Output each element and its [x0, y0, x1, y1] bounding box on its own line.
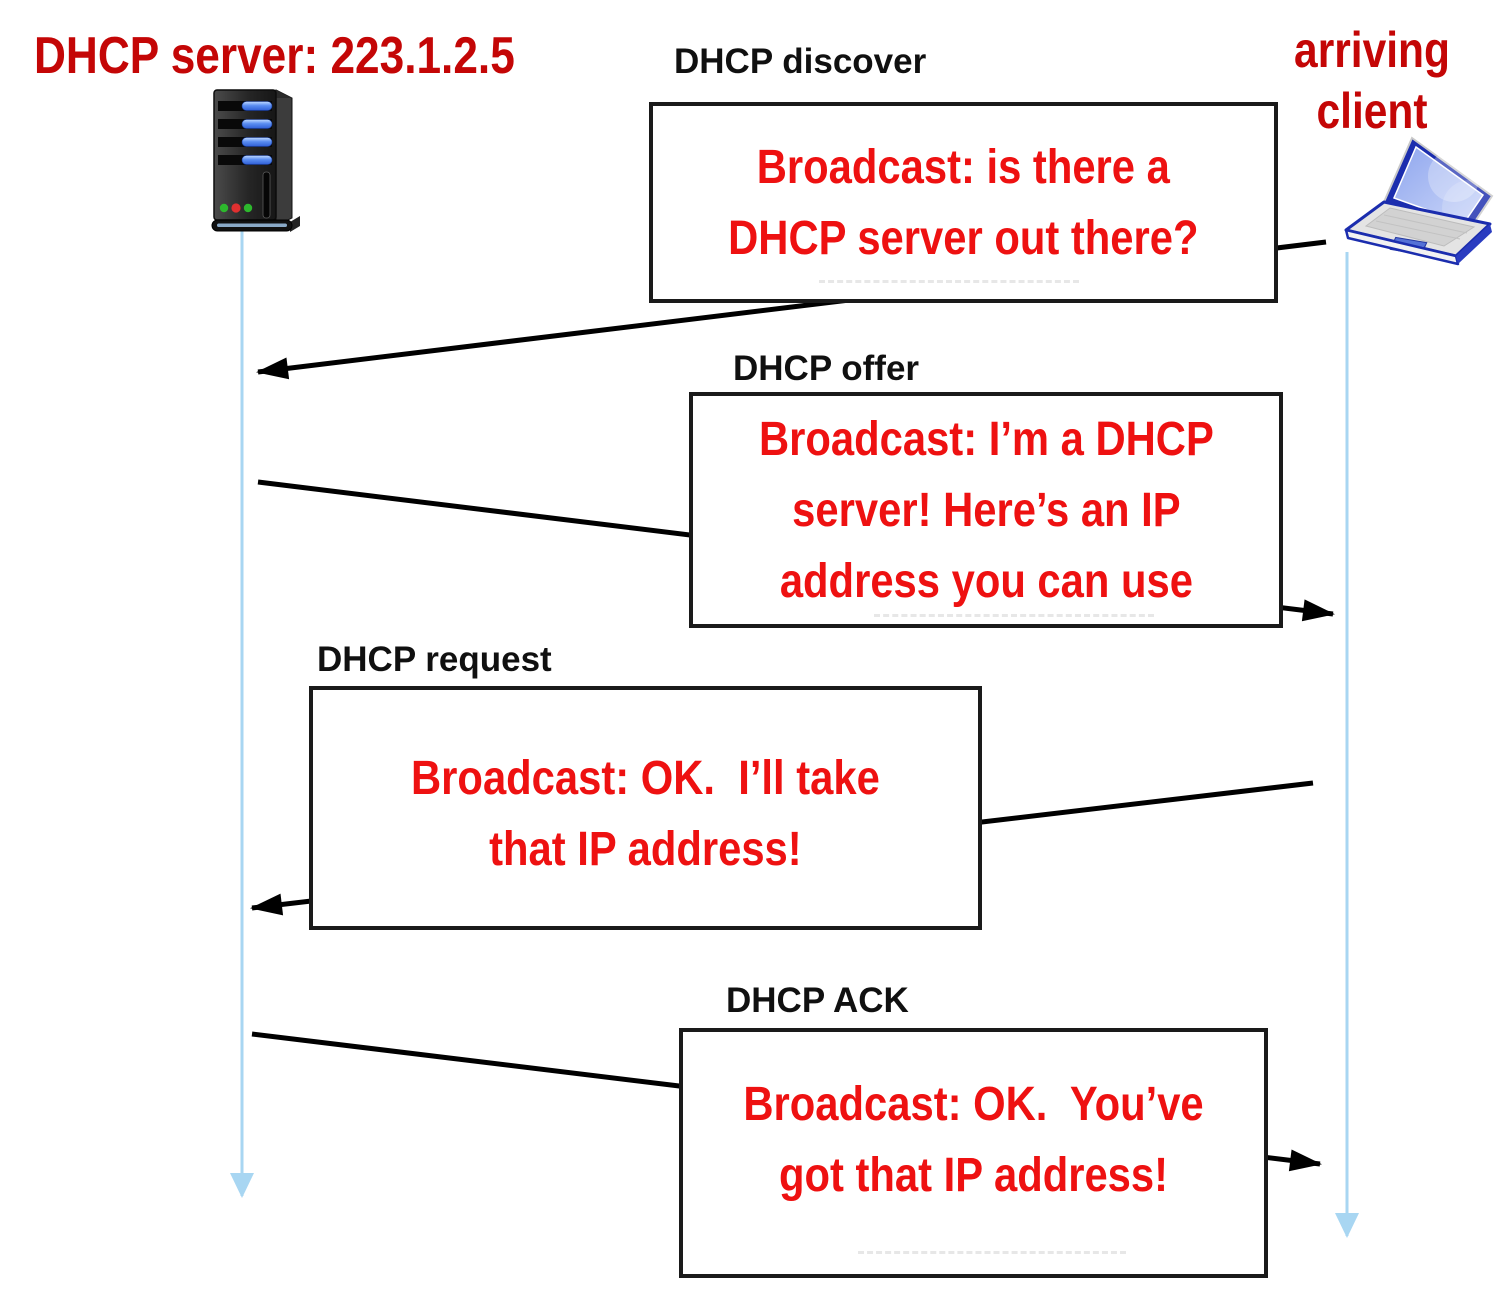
client-title-line1: arriving [1294, 22, 1450, 78]
server-tower-icon [211, 89, 300, 232]
server-drive-bays [218, 101, 273, 165]
laptop-icon [1344, 136, 1498, 266]
erased-text-artifact [858, 1251, 1126, 1254]
dhcp-offer-text: Broadcast: I’m a DHCP server! Here’s an … [758, 412, 1214, 608]
server-vent-slot [262, 171, 271, 219]
erased-text-artifact [874, 614, 1154, 617]
dhcp-ack-box: Broadcast: OK. You’ve got that IP addres… [679, 1028, 1268, 1278]
erased-text-artifact [819, 280, 1079, 283]
dhcp-request-text: Broadcast: OK. I’ll take that IP address… [411, 752, 880, 876]
server-led-lights [219, 203, 253, 213]
dhcp-ack-label: DHCP ACK [726, 981, 909, 1020]
dhcp-offer-box: Broadcast: I’m a DHCP server! Here’s an … [689, 392, 1283, 628]
server-title: DHCP server: 223.1.2.5 [34, 27, 515, 85]
client-title: arriving client [1270, 20, 1474, 142]
dhcp-discover-box: Broadcast: is there a DHCP server out th… [649, 102, 1278, 303]
dhcp-discover-label: DHCP discover [674, 42, 927, 81]
dhcp-request-box: Broadcast: OK. I’ll take that IP address… [309, 686, 982, 930]
dhcp-ack-text: Broadcast: OK. You’ve got that IP addres… [743, 1078, 1204, 1202]
client-title-line2: client [1316, 83, 1428, 139]
dhcp-discover-text: Broadcast: is there a DHCP server out th… [728, 140, 1199, 265]
dhcp-request-label: DHCP request [317, 640, 552, 679]
dhcp-offer-label: DHCP offer [733, 349, 920, 388]
